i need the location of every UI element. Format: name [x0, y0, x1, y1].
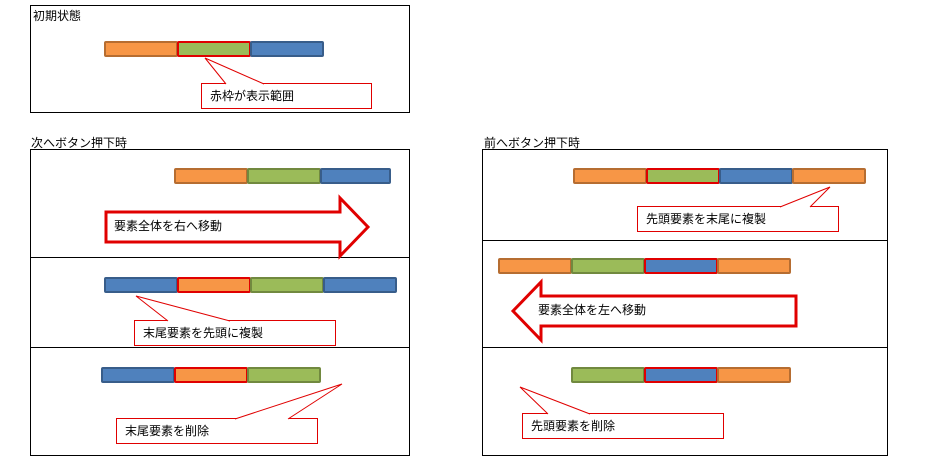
next-section-title: 次へボタン押下時 [31, 136, 128, 150]
prev-step2-green-element [571, 258, 645, 274]
next-divider-2 [30, 347, 410, 348]
prev-delete-first-callout: 先頭要素を削除 [522, 413, 724, 439]
initial-display-range-callout: 赤枠が表示範囲 [201, 83, 372, 109]
next-step2-blue-copy-element [104, 277, 178, 293]
next-steps-panel [30, 149, 410, 456]
next-step2-blue-element [323, 277, 397, 293]
prev-step1-blue-element [719, 168, 793, 184]
initial-orange-element [104, 41, 178, 57]
prev-step1-green-element [646, 168, 720, 184]
prev-step3-green-element [571, 367, 645, 383]
prev-divider-2 [482, 347, 888, 348]
prev-section-title: 前へボタン押下時 [484, 136, 581, 150]
prev-copy-first-callout: 先頭要素を末尾に複製 [637, 206, 839, 232]
next-move-right-label-top: 要素全体を右へ移動 [114, 219, 223, 233]
prev-step2-orange-copy-element [717, 258, 791, 274]
next-step1-orange-element [174, 168, 248, 184]
next-step3-orange-element [174, 367, 248, 383]
next-step1-green-element [247, 168, 321, 184]
next-divider-1 [30, 257, 410, 258]
prev-divider-1 [482, 240, 888, 241]
next-step1-blue-element [320, 168, 391, 184]
next-step2-orange-element [177, 277, 251, 293]
next-step3-blue-element [101, 367, 175, 383]
next-step2-green-element [250, 277, 324, 293]
initial-green-element [177, 41, 251, 57]
prev-step2-orange-element [498, 258, 572, 274]
prev-step1-orange-copy-element [792, 168, 866, 184]
next-delete-last-callout: 末尾要素を削除 [116, 418, 318, 444]
prev-step1-orange-element [573, 168, 647, 184]
prev-move-left-label-top: 要素全体を左へ移動 [538, 303, 647, 317]
prev-step3-orange-element [717, 367, 791, 383]
next-copy-last-callout: 末尾要素を先頭に複製 [134, 320, 336, 346]
next-step3-green-element [247, 367, 321, 383]
prev-step3-blue-element [644, 367, 718, 383]
prev-step2-blue-element [644, 258, 718, 274]
initial-state-title: 初期状態 [33, 9, 82, 23]
initial-blue-element [250, 41, 324, 57]
